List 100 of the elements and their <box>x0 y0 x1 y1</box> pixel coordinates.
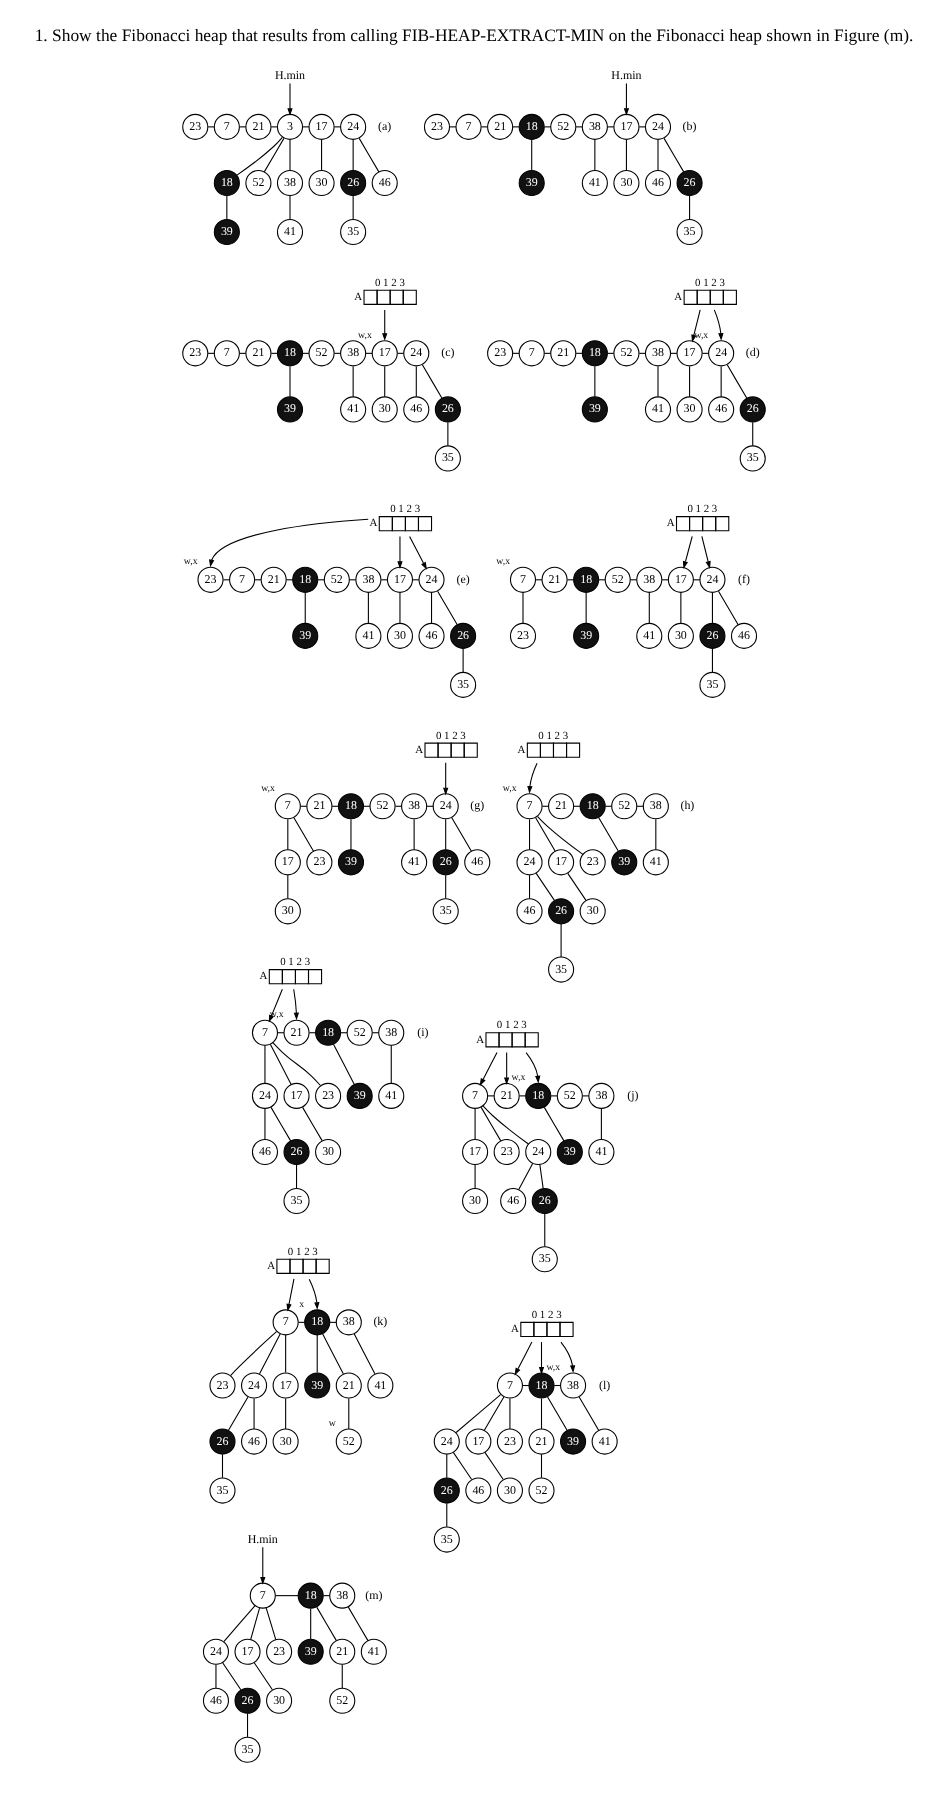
arrow <box>287 82 293 115</box>
connector <box>265 1606 277 1640</box>
connector <box>543 1105 565 1141</box>
connector <box>293 816 315 851</box>
connector <box>431 591 433 623</box>
connector <box>352 194 354 219</box>
connector <box>259 1332 281 1374</box>
connector <box>304 591 306 623</box>
connector <box>394 804 403 806</box>
connector <box>711 647 713 672</box>
connector <box>655 817 657 850</box>
connector <box>540 1452 543 1478</box>
arrow <box>527 761 538 793</box>
connector <box>250 1606 261 1640</box>
connector <box>316 1605 337 1641</box>
connector <box>296 1163 298 1188</box>
connector <box>594 138 596 170</box>
connector <box>480 1105 502 1141</box>
connector <box>455 1393 502 1433</box>
arrow <box>443 761 449 795</box>
connector <box>483 1395 505 1431</box>
connector <box>657 138 659 170</box>
connector <box>689 364 691 397</box>
connector <box>316 1333 318 1373</box>
connector <box>302 125 310 127</box>
connector <box>509 1397 511 1429</box>
connector <box>221 1452 224 1478</box>
diagram-title: 1. Show the Fibonacci heap that results from calling FIB-HEAP-EXTRACT-MIN on the Fibonacci heap shown in Figure (m). <box>34 23 914 44</box>
connector <box>474 1107 476 1139</box>
connector <box>399 591 401 623</box>
connector <box>322 1332 344 1374</box>
connector <box>226 194 228 219</box>
connector <box>544 125 552 127</box>
connector <box>445 873 447 899</box>
connector <box>333 125 342 127</box>
connector <box>350 817 352 850</box>
connector <box>535 871 555 900</box>
connector <box>529 873 531 899</box>
arrow <box>514 1340 533 1375</box>
arrow <box>682 534 693 568</box>
connector <box>302 1105 323 1141</box>
connector <box>578 1395 600 1431</box>
connector <box>531 138 533 170</box>
connector <box>720 364 722 397</box>
connector <box>332 1042 355 1084</box>
connector <box>648 591 650 623</box>
connector <box>390 1043 392 1083</box>
connector <box>566 578 575 580</box>
connector <box>223 1604 256 1642</box>
connector <box>274 1594 299 1596</box>
connector <box>446 1501 448 1527</box>
connector <box>657 364 659 397</box>
connector <box>680 591 682 623</box>
arrow <box>504 1050 510 1084</box>
connector <box>585 591 587 623</box>
connector <box>253 1397 255 1429</box>
connector <box>270 125 278 127</box>
connector <box>535 816 556 851</box>
connector <box>451 816 472 851</box>
connector <box>289 194 291 219</box>
connector <box>222 1661 242 1690</box>
connector <box>638 125 646 127</box>
connector <box>263 136 285 172</box>
connector <box>321 138 323 170</box>
connector <box>289 364 291 397</box>
connector <box>689 194 691 219</box>
arrow <box>286 1277 295 1311</box>
connector <box>518 1161 534 1190</box>
connector <box>446 1452 448 1478</box>
connector <box>285 1333 287 1373</box>
connector <box>413 817 415 850</box>
connector <box>487 1094 495 1096</box>
arrow <box>409 534 427 569</box>
arrow <box>293 987 300 1020</box>
arrow <box>713 308 724 340</box>
arrow <box>701 534 711 568</box>
connector <box>480 125 489 127</box>
connector <box>452 1451 473 1480</box>
connector <box>445 817 447 850</box>
connector <box>253 1661 273 1690</box>
connector <box>421 363 443 398</box>
connector <box>529 817 531 850</box>
connector <box>367 591 369 623</box>
connector <box>287 817 289 850</box>
arrow <box>691 308 701 342</box>
connector <box>462 647 464 672</box>
connector <box>353 1332 376 1374</box>
connector <box>247 1712 249 1737</box>
arrow <box>209 517 369 567</box>
connector <box>726 363 748 398</box>
connector <box>512 125 520 127</box>
connector <box>264 1043 266 1083</box>
arrow <box>308 1277 320 1309</box>
connector <box>285 578 294 580</box>
connector <box>310 1607 312 1639</box>
arrow <box>560 1340 576 1372</box>
connector <box>536 814 584 854</box>
arrow <box>538 1340 545 1374</box>
connector <box>333 351 342 353</box>
connector <box>701 351 710 353</box>
